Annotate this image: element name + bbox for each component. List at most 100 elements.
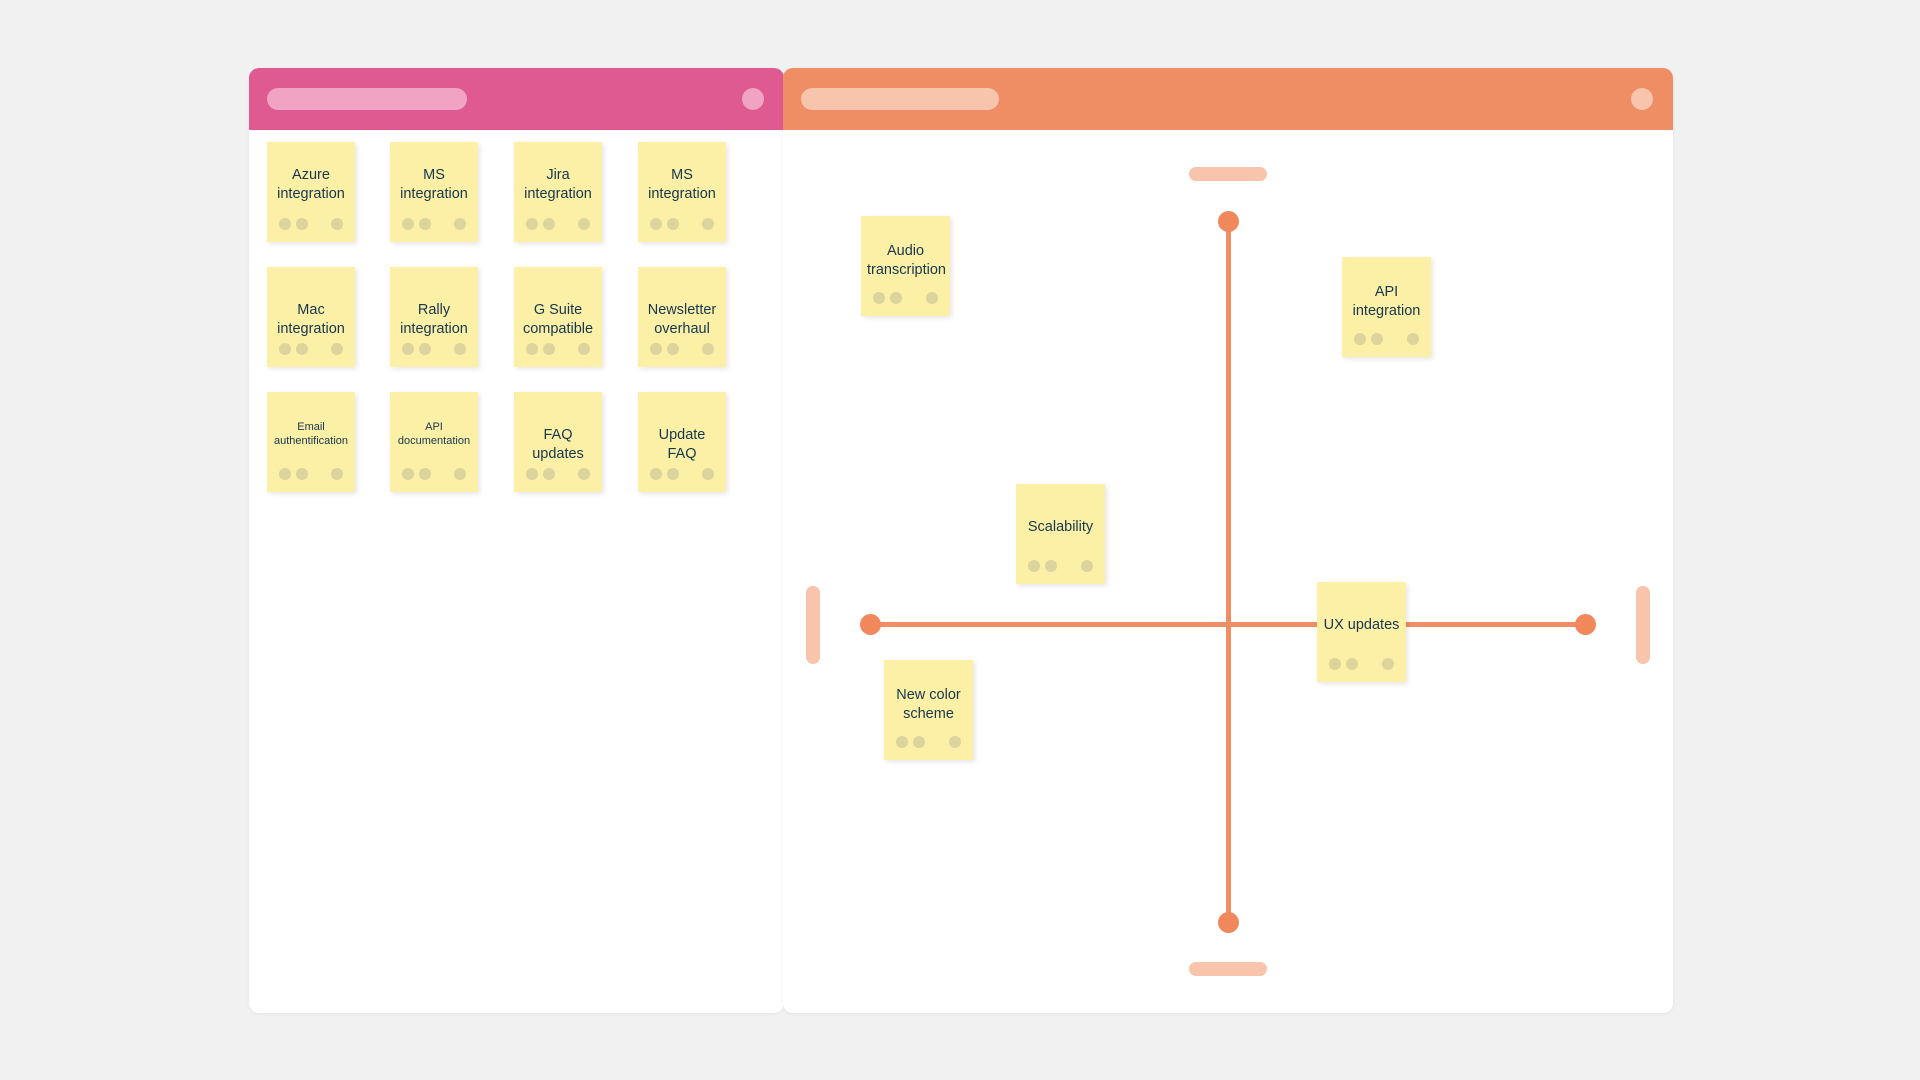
note-dot-2[interactable] (419, 468, 431, 480)
note-dot-2[interactable] (419, 218, 431, 230)
note-dot-3[interactable] (454, 468, 466, 480)
left-panel-title-placeholder[interactable] (267, 88, 467, 110)
note-dot-3[interactable] (702, 468, 714, 480)
note-dot-3[interactable] (702, 218, 714, 230)
sticky-note-dots[interactable] (279, 218, 343, 230)
note-dot-3[interactable] (1382, 658, 1394, 670)
note-dot-2[interactable] (543, 343, 555, 355)
sticky-note[interactable]: New color scheme (884, 660, 973, 760)
axis-label-left[interactable] (806, 586, 820, 664)
sticky-note[interactable]: Rally integration (390, 267, 478, 367)
sticky-note[interactable]: Audio transcription (861, 216, 950, 316)
axis-label-bottom[interactable] (1189, 962, 1267, 976)
sticky-note[interactable]: Update FAQ (638, 392, 726, 492)
left-panel-header[interactable] (249, 68, 784, 130)
note-dot-1[interactable] (526, 218, 538, 230)
note-dot-3[interactable] (702, 343, 714, 355)
note-dot-2[interactable] (543, 468, 555, 480)
note-dot-2[interactable] (667, 468, 679, 480)
note-dot-2[interactable] (1045, 560, 1057, 572)
note-dot-1[interactable] (873, 292, 885, 304)
sticky-note[interactable]: FAQ updates (514, 392, 602, 492)
note-dot-3[interactable] (578, 468, 590, 480)
note-dot-1[interactable] (279, 468, 291, 480)
sticky-note[interactable]: G Suite compatible (514, 267, 602, 367)
sticky-note[interactable]: API documentation (390, 392, 478, 492)
note-dot-3[interactable] (1081, 560, 1093, 572)
note-dot-1[interactable] (526, 468, 538, 480)
sticky-note-dots[interactable] (1329, 658, 1394, 670)
right-panel-title-placeholder[interactable] (801, 88, 999, 110)
note-dot-3[interactable] (454, 343, 466, 355)
note-dot-1[interactable] (526, 343, 538, 355)
sticky-note[interactable]: Jira integration (514, 142, 602, 242)
note-dot-2[interactable] (913, 736, 925, 748)
sticky-note-dots[interactable] (279, 468, 343, 480)
sticky-note[interactable]: MS integration (390, 142, 478, 242)
sticky-note-dots[interactable] (402, 218, 466, 230)
note-dot-2[interactable] (419, 343, 431, 355)
axis-label-top[interactable] (1189, 167, 1267, 181)
note-dot-1[interactable] (650, 343, 662, 355)
right-panel-header[interactable] (783, 68, 1673, 130)
note-dot-1[interactable] (1354, 333, 1366, 345)
note-dot-3[interactable] (926, 292, 938, 304)
sticky-note[interactable]: MS integration (638, 142, 726, 242)
note-dot-2[interactable] (890, 292, 902, 304)
sticky-note-dots[interactable] (896, 736, 961, 748)
sticky-note[interactable]: Azure integration (267, 142, 355, 242)
note-dot-1[interactable] (402, 468, 414, 480)
note-dot-1[interactable] (1028, 560, 1040, 572)
axis-endpoint-left-icon[interactable] (860, 614, 881, 635)
sticky-note[interactable]: Scalability (1016, 484, 1105, 584)
sticky-note-dots[interactable] (402, 343, 466, 355)
note-dot-1[interactable] (650, 218, 662, 230)
note-dot-2[interactable] (296, 218, 308, 230)
note-dot-2[interactable] (543, 218, 555, 230)
sticky-note-dots[interactable] (526, 218, 590, 230)
axis-endpoint-right-icon[interactable] (1575, 614, 1596, 635)
note-dot-1[interactable] (402, 343, 414, 355)
idea-backlog-panel[interactable]: Azure integration MS integration Jira in… (249, 68, 784, 1013)
note-dot-3[interactable] (578, 218, 590, 230)
prioritization-matrix-panel[interactable]: Audio transcription API integration (783, 68, 1673, 1013)
sticky-note-dots[interactable] (1028, 560, 1093, 572)
note-dot-3[interactable] (331, 343, 343, 355)
note-dot-1[interactable] (1329, 658, 1341, 670)
left-panel-menu-icon[interactable] (742, 88, 764, 110)
note-dot-1[interactable] (650, 468, 662, 480)
vertical-axis-line[interactable] (1226, 219, 1231, 925)
note-dot-1[interactable] (279, 343, 291, 355)
note-dot-3[interactable] (949, 736, 961, 748)
sticky-note[interactable]: Email authentification (267, 392, 355, 492)
sticky-note[interactable]: API integration (1342, 257, 1431, 357)
sticky-note-dots[interactable] (650, 468, 714, 480)
sticky-note-dots[interactable] (402, 468, 466, 480)
note-dot-3[interactable] (331, 218, 343, 230)
note-dot-1[interactable] (402, 218, 414, 230)
axis-endpoint-bottom-icon[interactable] (1218, 912, 1239, 933)
sticky-note-dots[interactable] (650, 218, 714, 230)
sticky-note[interactable]: Newsletter overhaul (638, 267, 726, 367)
note-dot-3[interactable] (331, 468, 343, 480)
axis-endpoint-top-icon[interactable] (1218, 211, 1239, 232)
right-panel-menu-icon[interactable] (1631, 88, 1653, 110)
note-dot-2[interactable] (1371, 333, 1383, 345)
note-dot-3[interactable] (454, 218, 466, 230)
sticky-note-dots[interactable] (650, 343, 714, 355)
note-dot-2[interactable] (667, 343, 679, 355)
sticky-note-dots[interactable] (1354, 333, 1419, 345)
sticky-note[interactable]: UX updates (1317, 582, 1406, 682)
note-dot-2[interactable] (1346, 658, 1358, 670)
note-dot-1[interactable] (896, 736, 908, 748)
sticky-note-dots[interactable] (279, 343, 343, 355)
note-dot-2[interactable] (296, 343, 308, 355)
sticky-note[interactable]: Mac integration (267, 267, 355, 367)
axis-label-right[interactable] (1636, 586, 1650, 664)
note-dot-3[interactable] (578, 343, 590, 355)
note-dot-1[interactable] (279, 218, 291, 230)
note-dot-2[interactable] (667, 218, 679, 230)
note-dot-3[interactable] (1407, 333, 1419, 345)
sticky-note-dots[interactable] (873, 292, 938, 304)
sticky-note-dots[interactable] (526, 343, 590, 355)
